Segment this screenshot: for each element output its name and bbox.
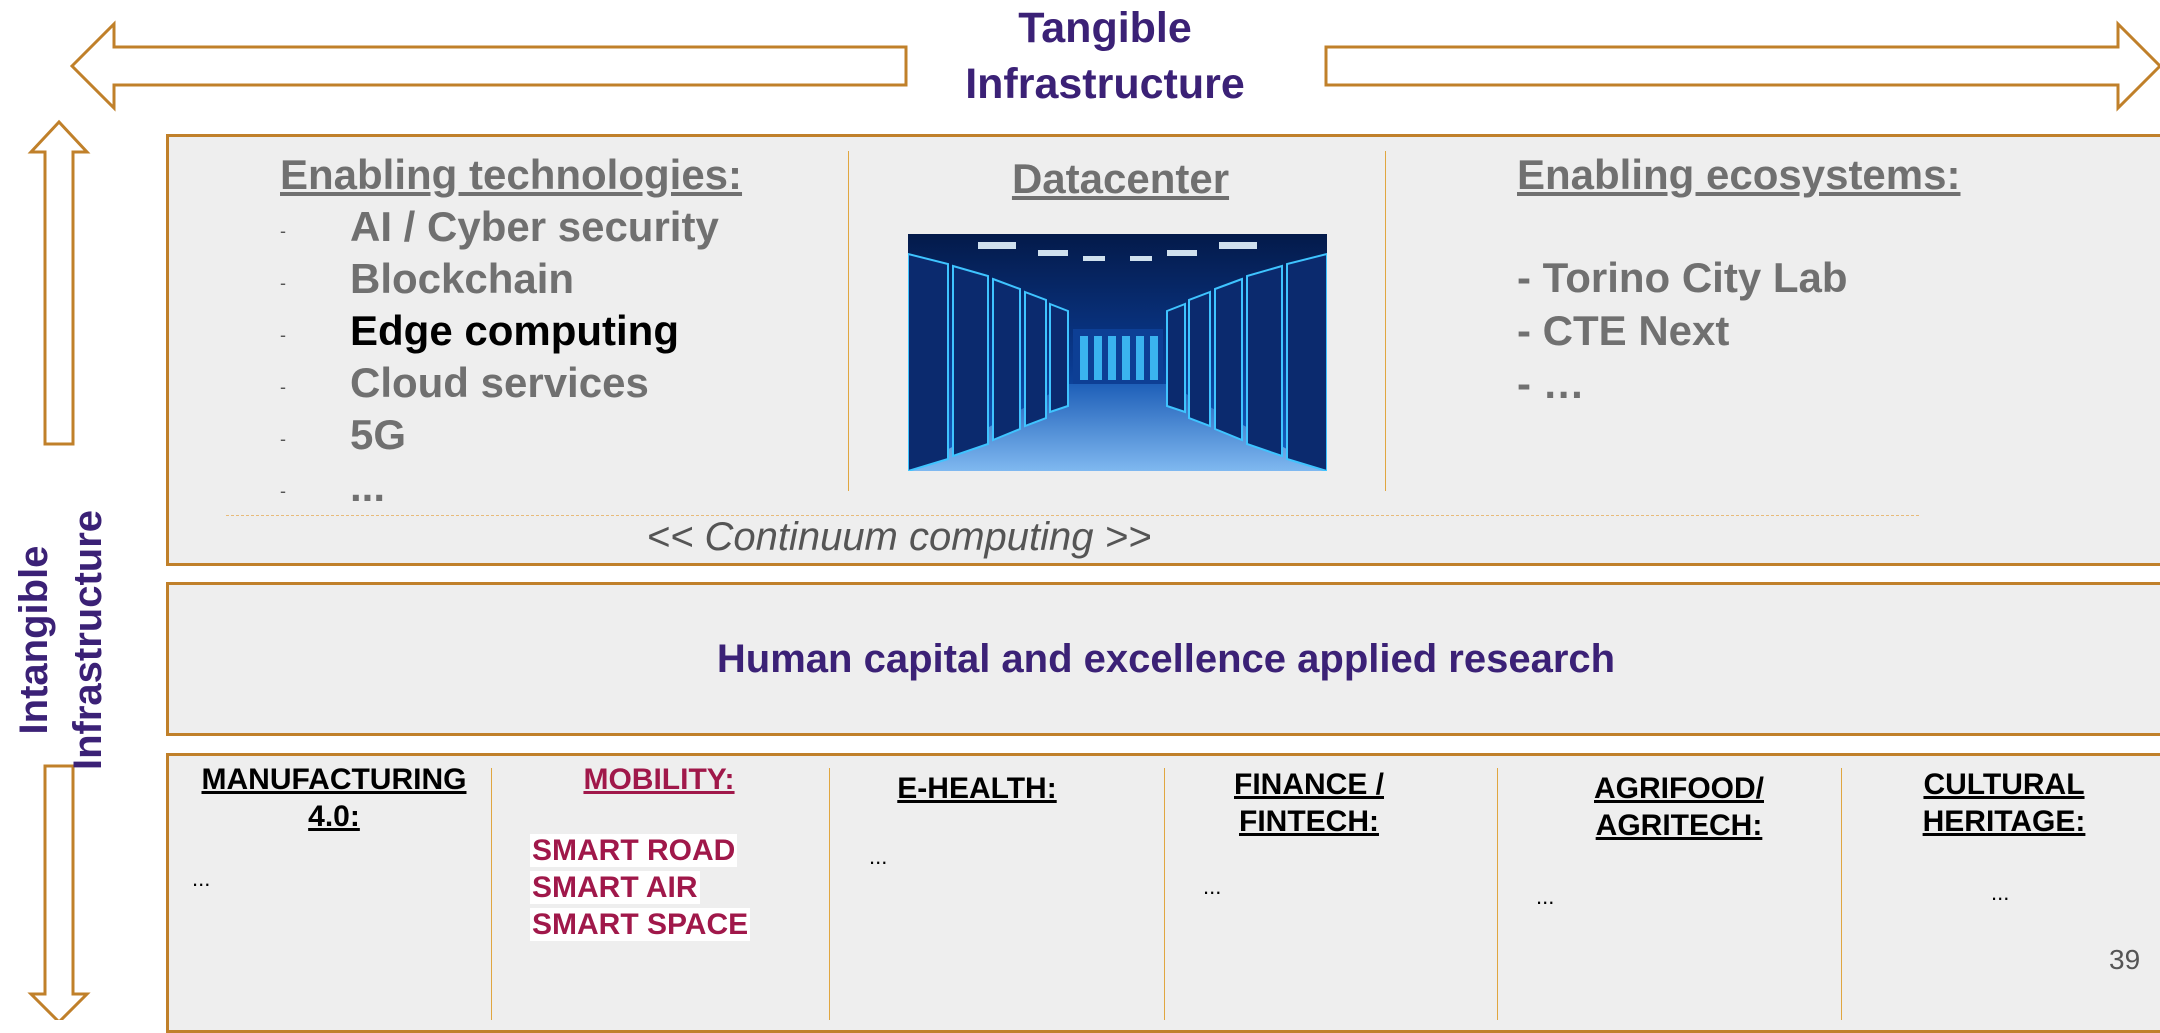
tangible-label-line2: Infrastructure (965, 60, 1245, 108)
continuum-label: << Continuum computing >> (646, 515, 1152, 559)
tech-item-label: 5G (350, 411, 407, 458)
sector-title-line: 4.0: (308, 800, 360, 833)
datacenter-image (908, 234, 1327, 471)
sector-ehealth-title: E-HEALTH: (897, 772, 1057, 805)
bullet-dash: - (280, 325, 286, 345)
tangible-arrows (69, 20, 2160, 112)
datacenter-title: Datacenter (1011, 155, 1230, 202)
bullet-dash: - (280, 221, 286, 241)
sector-cultural-title: CULTURAL HERITAGE: (1904, 766, 2104, 840)
sector-title-line: FINTECH: (1239, 805, 1379, 838)
column-divider (848, 151, 849, 491)
bullet-dash: - (280, 273, 286, 293)
enabling-tech-title: Enabling technologies: (280, 151, 743, 198)
right-arrow (1324, 20, 2160, 112)
sector-divider (491, 768, 492, 1020)
up-arrow (27, 119, 91, 446)
bullet-dash: - (280, 429, 286, 449)
sector-title-line: HERITAGE: (1922, 805, 2086, 838)
tech-item-label: Cloud services (350, 359, 649, 406)
eco-item: - … (1517, 360, 1585, 407)
column-divider (1385, 151, 1386, 491)
human-capital-label: Human capital and excellence applied res… (716, 637, 1616, 681)
intangible-label-line2: Infrastructure (66, 509, 110, 771)
mobility-item: SMART SPACE (530, 908, 751, 941)
sector-divider (1841, 768, 1842, 1020)
sector-title-line: AGRITECH: (1595, 809, 1763, 842)
sector-mobility-title: MOBILITY: (583, 763, 735, 796)
sector-cultural-dots: ... (1991, 880, 2010, 905)
sectors-box: MANUFACTURING 4.0: ... MOBILITY: SMART R… (166, 753, 2160, 1033)
tangible-box: Enabling technologies: - AI / Cyber secur… (166, 134, 2160, 566)
tech-item: - 5G (280, 409, 840, 461)
sector-manufacturing-title: MANUFACTURING 4.0: (194, 761, 474, 835)
bullet-dash: - (280, 481, 286, 501)
sector-divider (1164, 768, 1165, 1020)
eco-item: - CTE Next (1517, 307, 1730, 354)
sector-agrifood-title: AGRIFOOD/ AGRITECH: (1579, 770, 1779, 844)
tangible-label: Tangible Infrastructure (880, 0, 1330, 112)
tech-item: - Blockchain (280, 253, 840, 305)
intangible-arrows (27, 119, 91, 1020)
intangible-label-line1: Intangible (12, 545, 56, 735)
enabling-eco-title: Enabling ecosystems: (1517, 151, 1961, 198)
tech-item-label: Edge computing (350, 307, 679, 354)
tech-item: -... (280, 461, 840, 513)
sector-title-line: CULTURAL (1923, 768, 2085, 801)
tech-item-label: ... (350, 463, 386, 510)
sector-title-line: AGRIFOOD/ (1594, 772, 1764, 805)
tech-item-label: AI / Cyber security (350, 203, 719, 250)
enabling-eco-list: - Torino City Lab - CTE Next - … (1517, 251, 1848, 410)
sector-divider (1497, 768, 1498, 1020)
human-capital-box: Human capital and excellence applied res… (166, 582, 2160, 736)
continuum-divider (226, 515, 1919, 516)
tech-item: - Cloud services (280, 357, 840, 409)
tech-item: - AI / Cyber security (280, 201, 840, 253)
tangible-label-line1: Tangible (1018, 4, 1192, 52)
enabling-tech-list: - AI / Cyber security - Blockchain - Edge c… (280, 201, 840, 513)
eco-item: - Torino City Lab (1517, 254, 1848, 301)
mobility-list: SMART ROAD SMART AIR SMART SPACE (530, 832, 751, 943)
mobility-item: SMART ROAD (530, 834, 738, 867)
sector-finance-dots: ... (1203, 874, 1222, 899)
mobility-item: SMART AIR (530, 871, 700, 904)
tech-item-highlighted: - Edge computing (280, 305, 840, 357)
sector-ehealth-dots: ... (869, 844, 888, 869)
sector-title-line: MANUFACTURING (201, 763, 467, 796)
tech-item-label: Blockchain (350, 255, 575, 302)
sector-title-line: FINANCE / (1234, 768, 1384, 801)
sector-finance-title: FINANCE / FINTECH: (1219, 766, 1399, 840)
sector-manufacturing-dots: ... (192, 866, 211, 891)
bullet-dash: - (280, 377, 286, 397)
intangible-label: Intangible Infrastructure (7, 480, 117, 800)
left-arrow (69, 20, 908, 112)
page-number: 39 (2109, 944, 2141, 975)
sector-divider (829, 768, 830, 1020)
sector-agrifood-dots: ... (1536, 884, 1555, 909)
down-arrow (27, 764, 91, 1020)
